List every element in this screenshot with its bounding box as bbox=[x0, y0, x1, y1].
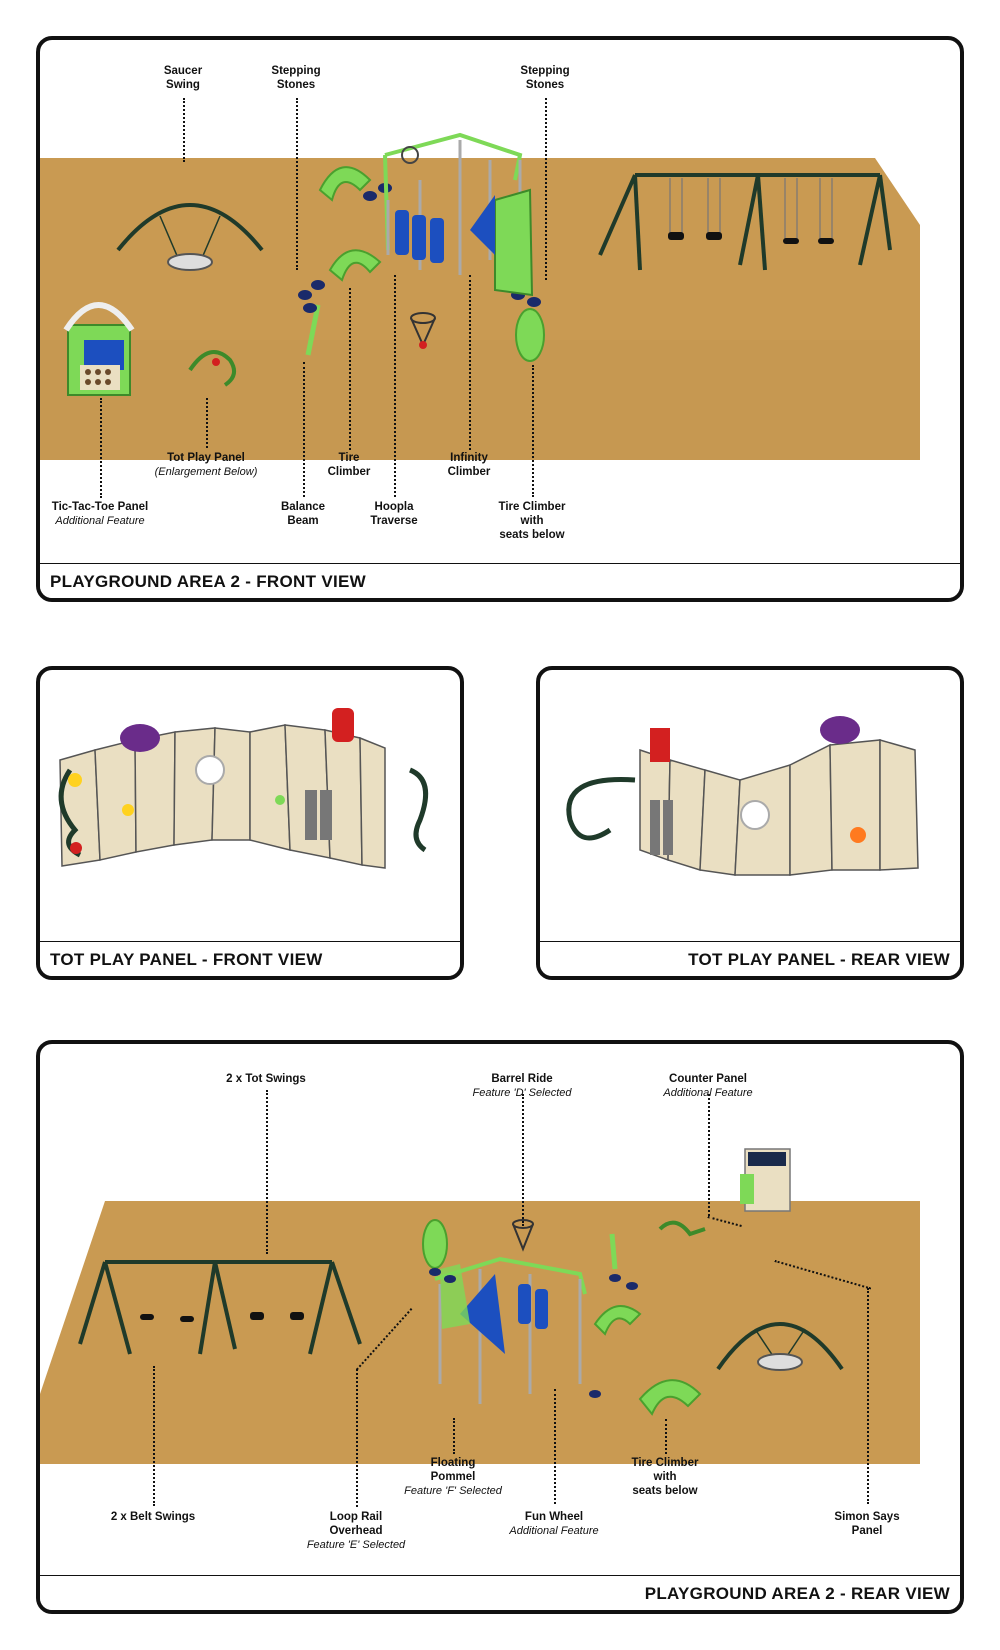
label-tic-tac-toe-panel: Tic-Tac-Toe Panel Additional Feature bbox=[51, 501, 149, 527]
tot-front-panel: TOT PLAY PANEL - FRONT VIEW bbox=[36, 666, 464, 980]
label-counter-panel: Counter Panel Additional Feature bbox=[663, 1073, 753, 1099]
rear-view-footer: PLAYGROUND AREA 2 - REAR VIEW bbox=[40, 1575, 960, 1610]
purple-watering-can bbox=[120, 724, 160, 752]
tot-rear-panel: TOT PLAY PANEL - REAR VIEW bbox=[536, 666, 964, 980]
tot-rear-title: TOT PLAY PANEL - REAR VIEW bbox=[688, 950, 950, 969]
barrel-ride-illustration bbox=[410, 312, 436, 349]
front-view-title: PLAYGROUND AREA 2 - FRONT VIEW bbox=[50, 572, 366, 591]
tot-play-panel-small-illustration bbox=[188, 350, 236, 387]
tot-front-footer: TOT PLAY PANEL - FRONT VIEW bbox=[40, 941, 460, 976]
rear-view-panel: 2 x Tot Swings Barrel Ride Feature 'D' S… bbox=[36, 1040, 964, 1614]
swing-set-illustration bbox=[598, 173, 892, 271]
front-view-scene bbox=[40, 132, 920, 460]
label-barrel-ride: Barrel Ride Feature 'D' Selected bbox=[472, 1073, 572, 1099]
rear-swing-set-illustration bbox=[78, 1260, 362, 1355]
saucer-swing-illustration bbox=[116, 203, 264, 271]
tot-rear-scene bbox=[566, 716, 919, 876]
rear-central-structure-illustration bbox=[434, 1256, 587, 1404]
tic-tac-toe-illustration bbox=[63, 302, 135, 396]
tot-rear-footer: TOT PLAY PANEL - REAR VIEW bbox=[540, 941, 960, 976]
tot-front-panels-illustration bbox=[59, 724, 386, 869]
tire-climbers-illustration bbox=[318, 166, 545, 362]
red-mailbox bbox=[332, 708, 354, 742]
rear-view-scene bbox=[40, 1148, 920, 1464]
label-fun-wheel: Fun Wheel Additional Feature bbox=[509, 1511, 599, 1537]
rear-saucer-swing-illustration bbox=[716, 1322, 844, 1371]
tot-front-title: TOT PLAY PANEL - FRONT VIEW bbox=[50, 950, 323, 969]
red-mailbox-rear bbox=[650, 728, 670, 762]
purple-watering-can-rear bbox=[820, 716, 860, 744]
rear-view-title: PLAYGROUND AREA 2 - REAR VIEW bbox=[644, 1584, 950, 1603]
rear-counter-panel-illustration bbox=[740, 1148, 791, 1212]
tot-rear-panels-illustration bbox=[639, 739, 919, 876]
label-belt-swings: 2 x Belt Swings bbox=[110, 1511, 196, 1523]
balance-beam-illustration bbox=[305, 304, 321, 356]
tot-front-scene bbox=[58, 708, 429, 869]
front-view-footer: PLAYGROUND AREA 2 - FRONT VIEW bbox=[40, 563, 960, 598]
central-structure-illustration bbox=[383, 132, 534, 297]
label-tot-swings: 2 x Tot Swings bbox=[226, 1073, 306, 1085]
label-tot-play-panel: Tot Play Panel (Enlargement Below) bbox=[154, 452, 258, 478]
